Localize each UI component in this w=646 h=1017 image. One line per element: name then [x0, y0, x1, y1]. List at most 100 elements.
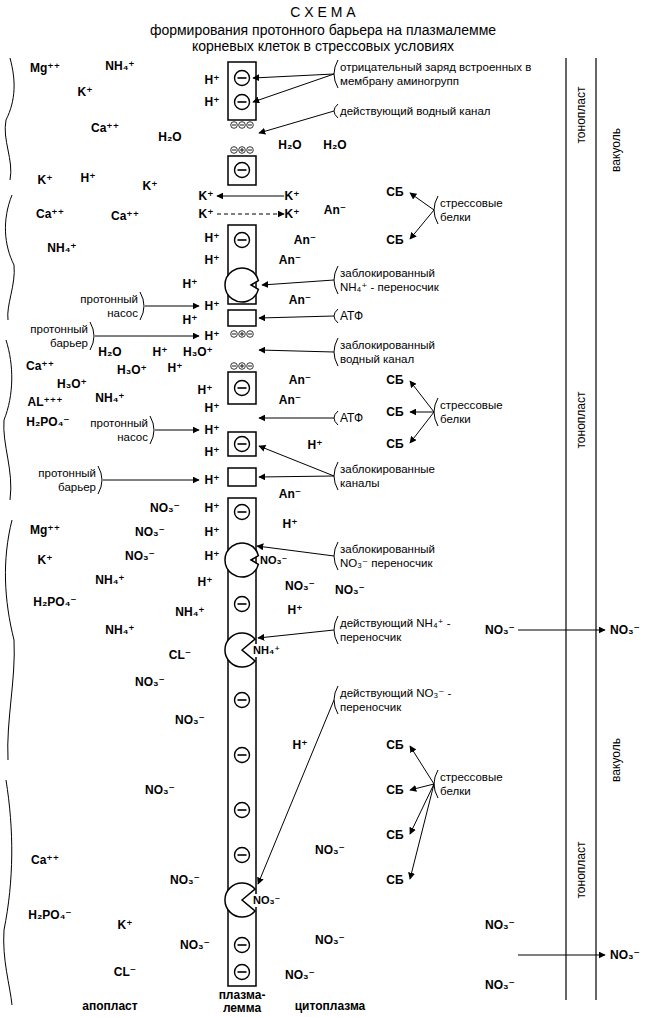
- ion-label: H⁺: [205, 231, 220, 245]
- active-carrier: NH₄⁺: [224, 632, 288, 668]
- negative-charge: [235, 381, 250, 396]
- leader-arrow: [259, 350, 334, 352]
- ion-label: H⁺: [205, 73, 220, 87]
- ion-label: СБ: [386, 738, 403, 752]
- ion-label: H⁺: [205, 423, 220, 437]
- ion-label: H₂PO₄⁻: [28, 908, 71, 922]
- ion-label: H⁺: [205, 473, 220, 487]
- small-charge: [239, 363, 246, 370]
- leader-arrow: [259, 418, 334, 419]
- leader-arrow: [410, 784, 434, 879]
- leader-arrow: [262, 280, 334, 285]
- ion-flow-arrow: [518, 955, 605, 956]
- leader-arrow: [410, 784, 434, 790]
- ion-label: H⁺: [168, 361, 183, 375]
- ion-label: K⁺: [38, 173, 53, 187]
- cell-wall-curve: [4, 340, 12, 500]
- ion-label: K⁺: [285, 207, 300, 221]
- carrier-ion: NO₃⁻: [260, 554, 287, 567]
- ion-label: H⁺: [205, 329, 220, 343]
- ion-label: H⁺: [81, 171, 96, 185]
- ion-label: An⁻: [324, 203, 346, 217]
- small-charge: [239, 331, 246, 338]
- callout-label: протонный барьер: [30, 466, 96, 494]
- membrane-segment: [228, 62, 256, 120]
- tonoplast-line: [595, 58, 596, 1000]
- callout-bracket: [334, 616, 338, 644]
- carrier-ion: NH₄⁺: [253, 644, 280, 657]
- callout-label: протонный барьер: [22, 322, 88, 350]
- leader-arrow: [259, 476, 334, 477]
- leader-arrow: [410, 412, 434, 413]
- ion-label: Mg⁺⁺: [30, 61, 60, 75]
- ion-label: NO₃⁻: [285, 579, 315, 593]
- callout-bracket: [434, 398, 438, 426]
- callout-bracket: [334, 542, 338, 570]
- callout-label: действующий NO₃⁻ - переносчик: [340, 686, 458, 714]
- callout-label: протонный насос: [82, 416, 148, 444]
- callout-bracket: [334, 104, 338, 118]
- callout-bracket: [98, 466, 102, 494]
- blocked-carrier: NO₃⁻: [224, 542, 289, 578]
- ion-label: H₃O⁺: [117, 363, 147, 377]
- ion-label: H₂O: [98, 345, 121, 359]
- ion-label: H⁺: [205, 401, 220, 415]
- ion-label: H⁺: [205, 253, 220, 267]
- small-charge: [231, 147, 238, 154]
- leader-arrow: [410, 381, 434, 412]
- ion-label: СБ: [386, 373, 403, 387]
- subtitle: формирования протонного барьера на плазм…: [133, 22, 513, 54]
- callout-label: заблокированный NH₄⁺ - переносчик: [340, 266, 458, 294]
- ion-label: H⁺: [205, 501, 220, 515]
- structure-label: вакуоль: [609, 738, 623, 782]
- ion-label: K⁺: [38, 553, 53, 567]
- ion-label: H⁺: [293, 738, 308, 752]
- membrane-segment: [228, 372, 256, 404]
- ion-label: NH₄⁺: [105, 623, 134, 637]
- callout-bracket: [334, 60, 338, 88]
- cell-wall-curves: [4, 58, 15, 1005]
- ion-label: NH₄⁺: [95, 391, 124, 405]
- leader-arrow: [155, 430, 199, 431]
- callout-bracket: [434, 196, 438, 224]
- structure-label: тонопласт: [574, 841, 588, 898]
- cell-wall-curve: [5, 520, 14, 760]
- ion-label: NH₄⁺: [175, 605, 204, 619]
- ion-label: An⁻: [279, 487, 301, 501]
- ion-label: K⁺: [78, 85, 93, 99]
- leader-arrow: [258, 630, 334, 638]
- negative-charge: [235, 71, 250, 86]
- ion-label: K⁺: [199, 207, 214, 221]
- ion-label: K⁺: [199, 189, 214, 203]
- callout-label: заблокированные каналы: [340, 462, 450, 490]
- ion-label: СБ: [386, 185, 403, 199]
- ion-label: H⁺: [205, 525, 220, 539]
- ion-label: An⁻: [289, 293, 311, 307]
- negative-charge: [235, 505, 250, 520]
- cell-wall-curve: [5, 58, 14, 180]
- ion-label: K⁺: [285, 189, 300, 203]
- ion-label: NO₃⁻: [135, 675, 165, 689]
- small-charge: [231, 331, 238, 338]
- callout-label: стрессовые белки: [440, 398, 520, 426]
- leader-arrow: [259, 446, 334, 476]
- atp-label: АТФ: [340, 309, 363, 323]
- ion-label: H⁺: [153, 345, 168, 359]
- ion-label: Ca⁺⁺: [26, 359, 54, 373]
- ion-label: H⁺: [205, 299, 220, 313]
- negative-charge: [235, 437, 250, 452]
- ion-label: NO₃⁻: [125, 549, 155, 563]
- ion-label: Ca⁺⁺: [91, 121, 119, 135]
- leader-arrow: [103, 480, 199, 481]
- carrier-ion: NO₃⁻: [253, 894, 280, 907]
- carrier-shape: [225, 633, 255, 667]
- ion-label: NH₄⁺: [95, 573, 124, 587]
- ion-label: H⁺: [308, 438, 323, 452]
- ion-label: NH₄⁺: [105, 59, 134, 73]
- ion-label: AL⁺⁺⁺: [28, 395, 63, 409]
- callout-bracket: [334, 686, 338, 714]
- blocked-carrier: [225, 268, 258, 302]
- ion-label: H⁺: [198, 383, 213, 397]
- ion-label: NO₃⁻: [315, 843, 345, 857]
- callout-bracket: [334, 266, 338, 294]
